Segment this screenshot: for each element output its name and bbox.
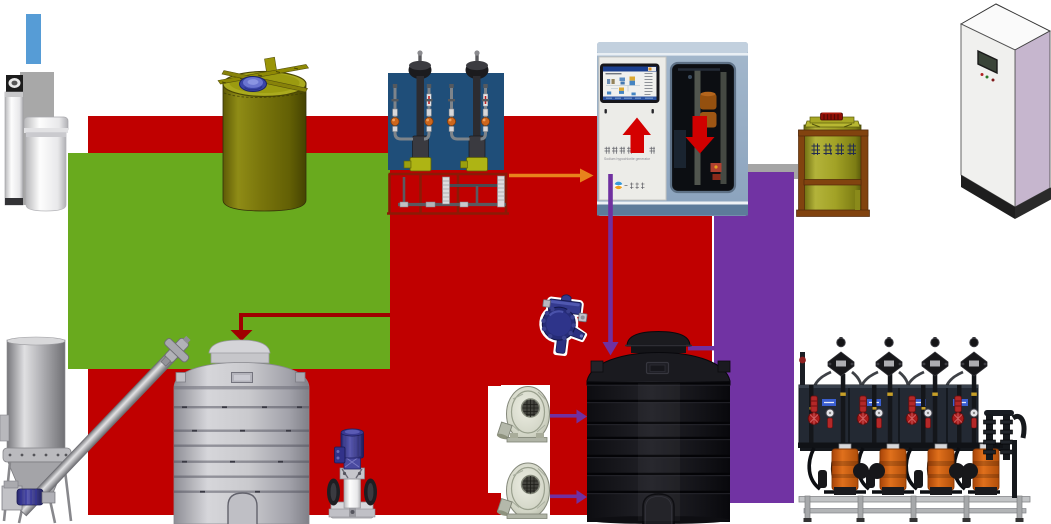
svg-text:Sodium hypochlorite generator: Sodium hypochlorite generator (604, 157, 651, 161)
